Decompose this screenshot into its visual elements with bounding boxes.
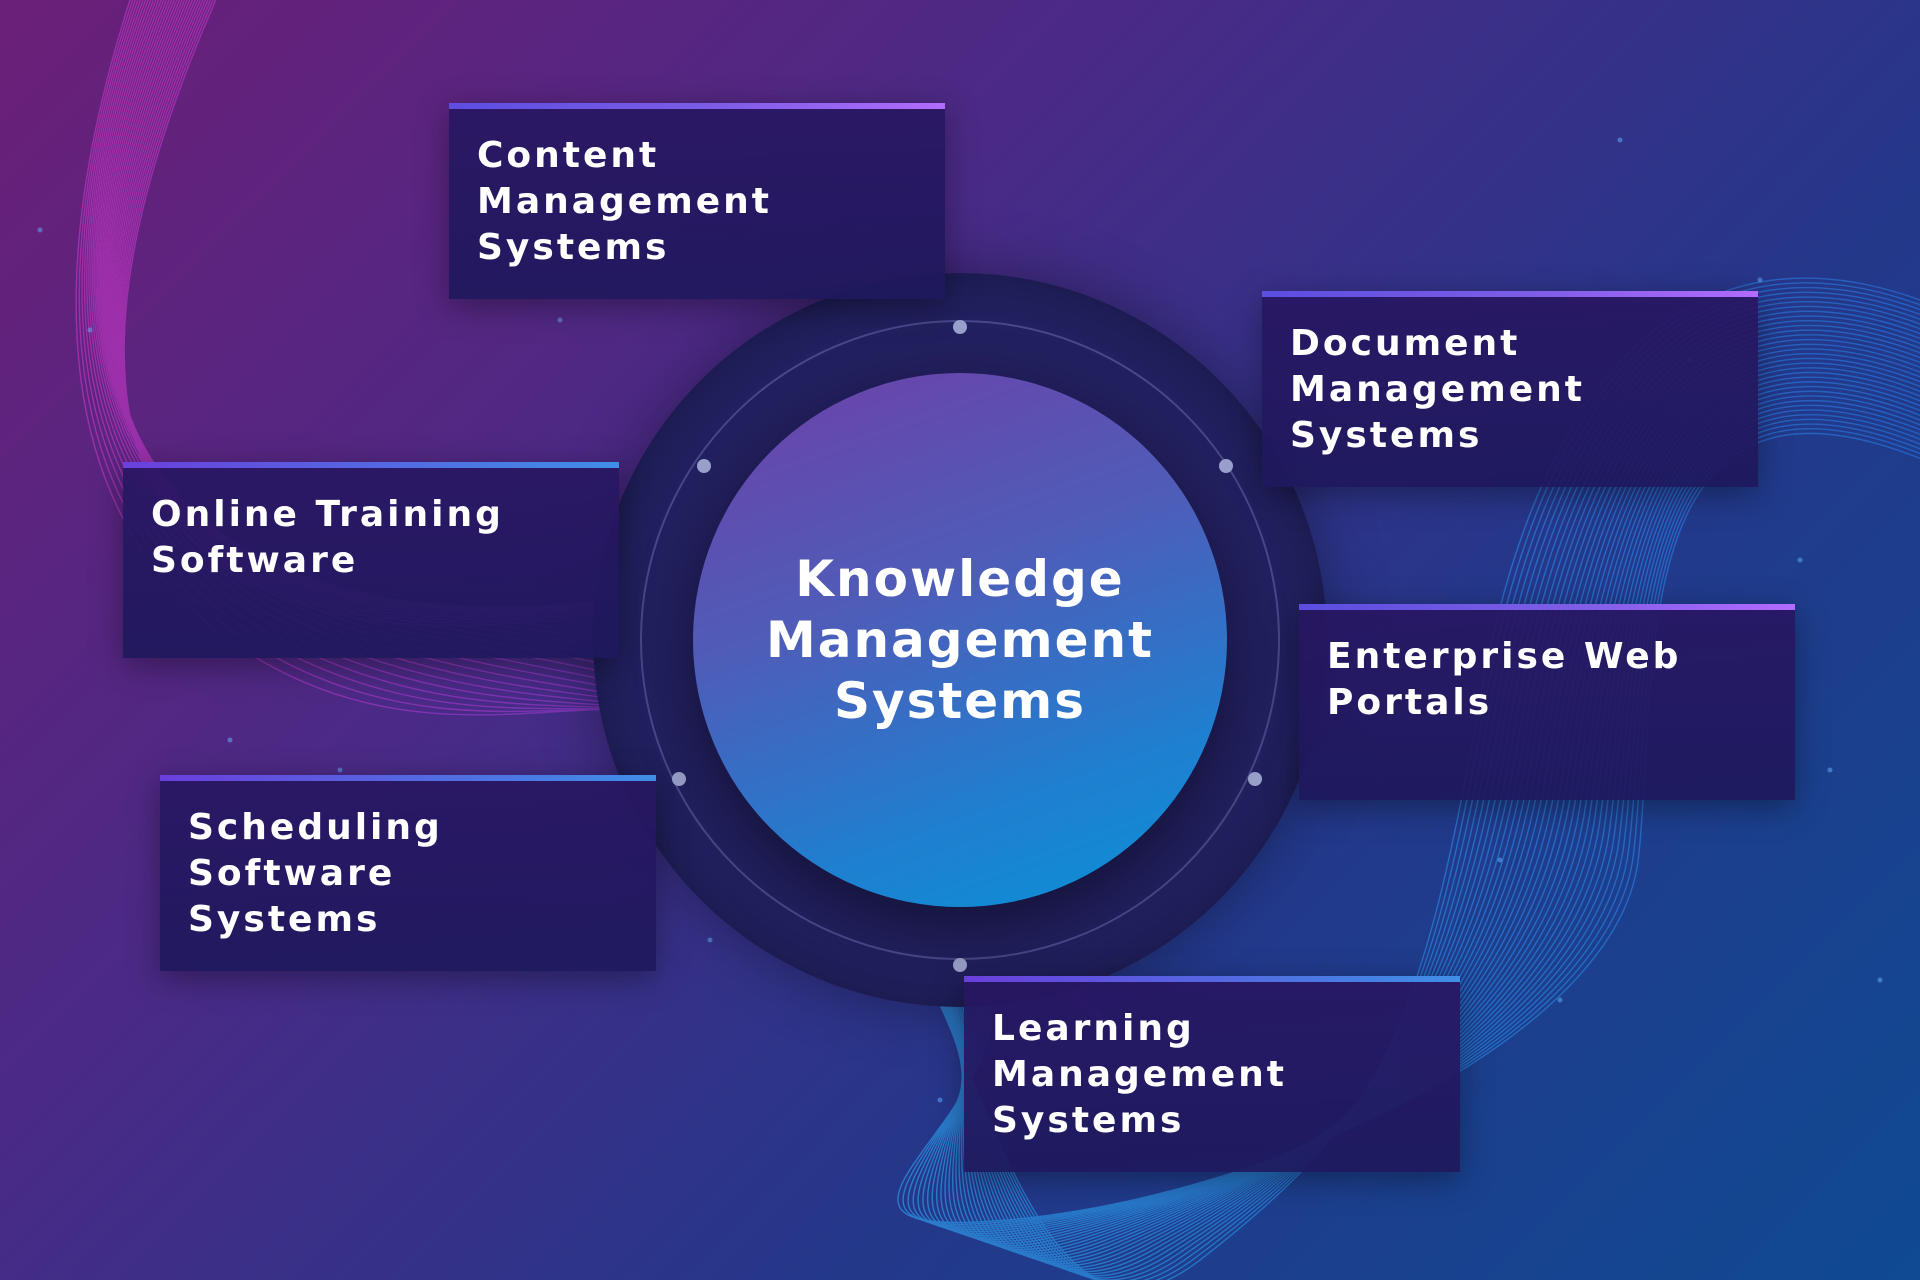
orbit-dot <box>1219 459 1233 473</box>
node-label: Document Management Systems <box>1290 323 1585 456</box>
sparkle-dot <box>1557 997 1563 1003</box>
node-scheduling-software: Scheduling Software Systems <box>160 775 656 971</box>
sparkle-dot <box>1797 557 1803 563</box>
orbit-dot <box>672 772 686 786</box>
node-enterprise-web-portals: Enterprise Web Portals <box>1299 604 1795 800</box>
center-node: Knowledge Management Systems <box>693 373 1227 907</box>
sparkle-dot <box>87 327 93 333</box>
orbit-dot <box>1248 772 1262 786</box>
sparkle-dot <box>337 767 343 773</box>
sparkle-dot <box>1877 977 1883 983</box>
sparkle-dot <box>1497 857 1503 863</box>
node-document-management: Document Management Systems <box>1262 291 1758 487</box>
sparkle-dot <box>1827 767 1833 773</box>
node-content-management: Content Management Systems <box>449 103 945 299</box>
center-title: Knowledge Management Systems <box>765 549 1155 730</box>
sparkle-dot <box>1617 137 1623 143</box>
node-label: Scheduling Software Systems <box>188 807 443 940</box>
sparkle-dot <box>37 227 43 233</box>
sparkle-dot <box>557 317 563 323</box>
orbit-dot <box>953 320 967 334</box>
node-label: Online Training Software <box>151 494 504 581</box>
node-label: Learning Management Systems <box>992 1008 1287 1141</box>
node-learning-management: Learning Management Systems <box>964 976 1460 1172</box>
node-label: Content Management Systems <box>477 135 772 268</box>
orbit-dot <box>697 459 711 473</box>
node-online-training: Online Training Software <box>123 462 619 658</box>
node-label: Enterprise Web Portals <box>1327 636 1682 723</box>
sparkle-dot <box>707 937 713 943</box>
sparkle-dot <box>227 737 233 743</box>
sparkle-dot <box>1757 277 1763 283</box>
orbit-dot <box>953 958 967 972</box>
sparkle-dot <box>937 1097 943 1103</box>
